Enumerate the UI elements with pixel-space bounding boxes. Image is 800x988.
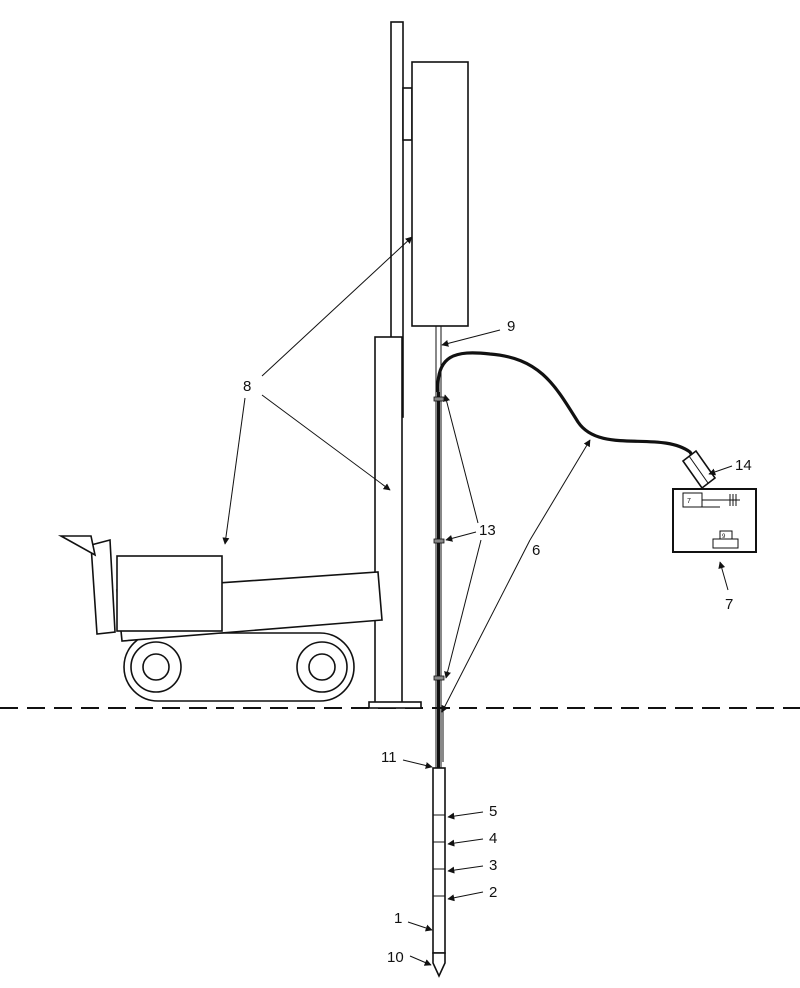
leader-1 — [407, 921, 433, 932]
mast-slide-guide — [402, 87, 413, 141]
label-8: 8 — [243, 378, 251, 395]
carrier-cab — [116, 555, 223, 632]
label-5: 5 — [489, 803, 497, 820]
drill-string — [432, 326, 698, 978]
leader-arrows — [222, 236, 733, 966]
cable-clamp-lower — [433, 675, 445, 681]
label-9: 9 — [507, 318, 515, 335]
leader-13-upper — [443, 394, 479, 524]
label-2: 2 — [489, 884, 497, 901]
leader-3 — [447, 865, 484, 874]
cable-connector-detail — [688, 455, 709, 484]
cable-clamp-middle — [433, 538, 445, 544]
leader-7 — [718, 561, 729, 591]
leader-8-left — [222, 397, 246, 545]
label-3: 3 — [489, 857, 497, 874]
leader-6-down — [441, 539, 531, 713]
signal-cable — [436, 351, 698, 463]
drill-rig — [368, 21, 469, 709]
leader-8-upper — [261, 236, 413, 377]
track-outline — [123, 632, 355, 702]
label-6: 6 — [532, 542, 540, 559]
label-11: 11 — [381, 749, 397, 766]
leader-8-right — [261, 394, 391, 491]
probe-tube — [432, 767, 446, 954]
leader-13-lower — [444, 539, 482, 679]
label-7: 7 — [725, 596, 733, 613]
data-acquisition-unit: 7 9 — [672, 449, 757, 553]
leader-2 — [447, 891, 484, 902]
leader-11 — [402, 759, 433, 769]
mast-base-plate — [368, 701, 422, 709]
label-13: 13 — [479, 522, 496, 539]
cable-clamp-upper — [433, 396, 445, 402]
module-a-mark: 7 — [687, 498, 691, 505]
leader-4 — [447, 838, 484, 847]
leader-9 — [441, 329, 501, 347]
label-14: 14 — [735, 457, 752, 474]
track-wheel-left — [130, 641, 182, 693]
crawler-carrier — [57, 535, 383, 702]
acquisition-box — [672, 488, 757, 553]
leader-10 — [409, 955, 432, 966]
mast-lower — [374, 336, 403, 704]
carrier-rear-panel — [90, 538, 116, 635]
probe-cone-tip — [432, 952, 446, 978]
leader-14 — [708, 465, 733, 476]
leader-13-middle — [445, 531, 477, 542]
label-4: 4 — [489, 830, 497, 847]
reference-numerals: 8 9 13 6 14 7 11 5 4 3 2 1 10 — [243, 318, 752, 966]
label-1: 1 — [394, 910, 402, 927]
leader-6-up — [529, 439, 591, 541]
track-wheel-left-hub — [142, 653, 170, 681]
carrier-rear-flap — [57, 535, 97, 557]
module-b-mark: 9 — [722, 534, 726, 540]
track-wheel-right-hub — [308, 653, 336, 681]
drive-head-housing — [411, 61, 469, 327]
leader-5 — [447, 811, 484, 820]
track-wheel-right — [296, 641, 348, 693]
label-10: 10 — [387, 949, 404, 966]
acquisition-module-b-top — [719, 530, 733, 540]
